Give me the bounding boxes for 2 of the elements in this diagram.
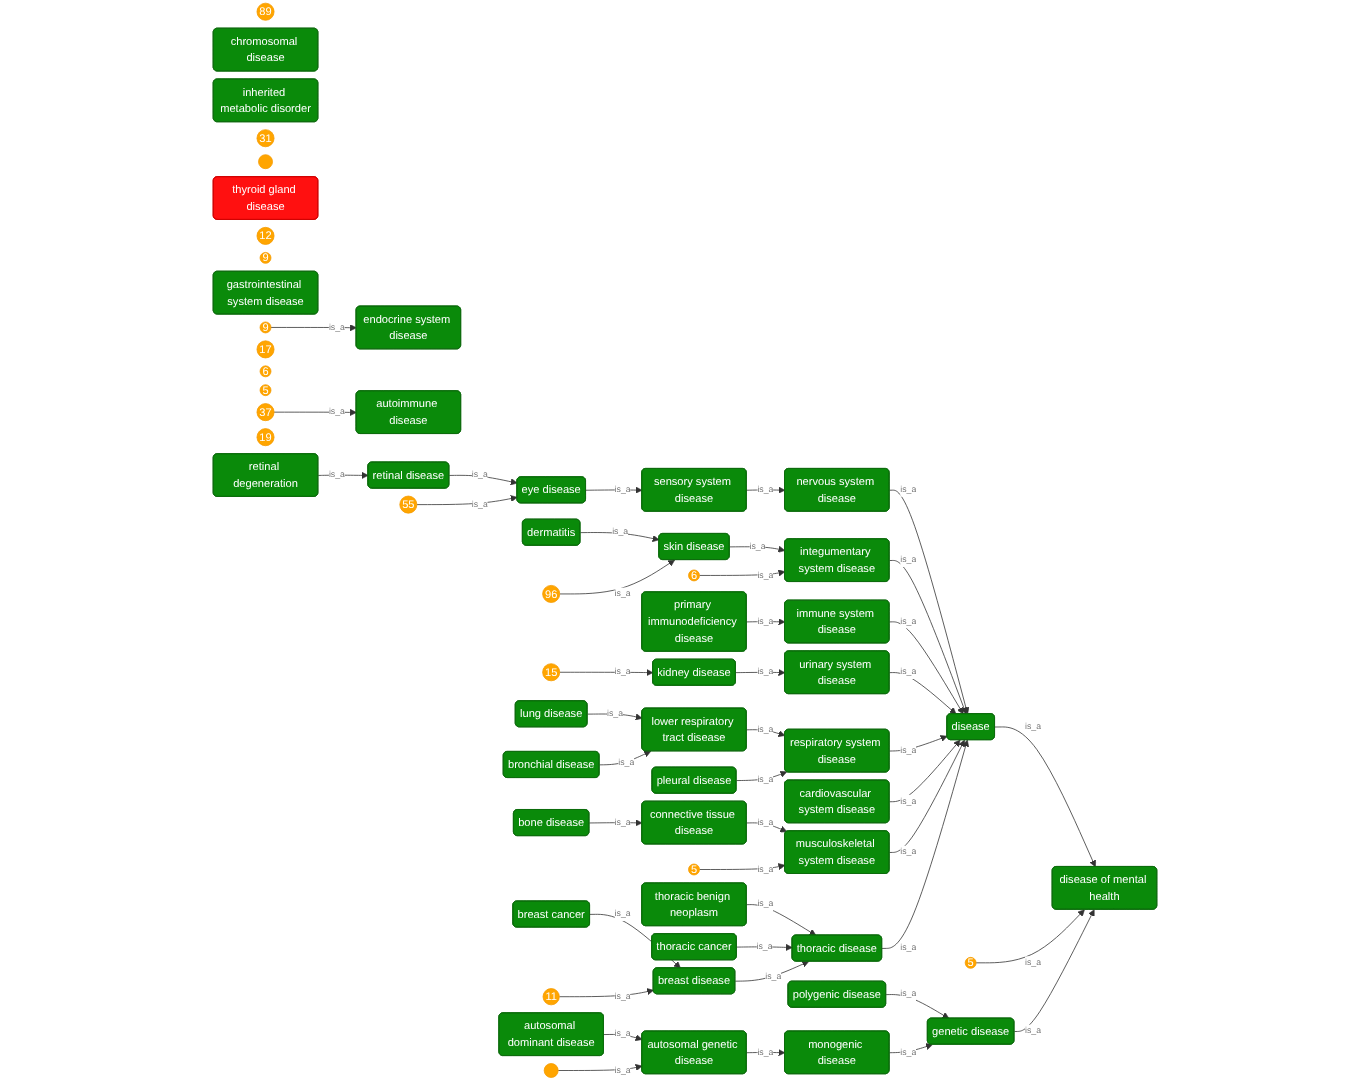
node-circle	[258, 154, 273, 170]
node-circle	[543, 1063, 559, 1078]
